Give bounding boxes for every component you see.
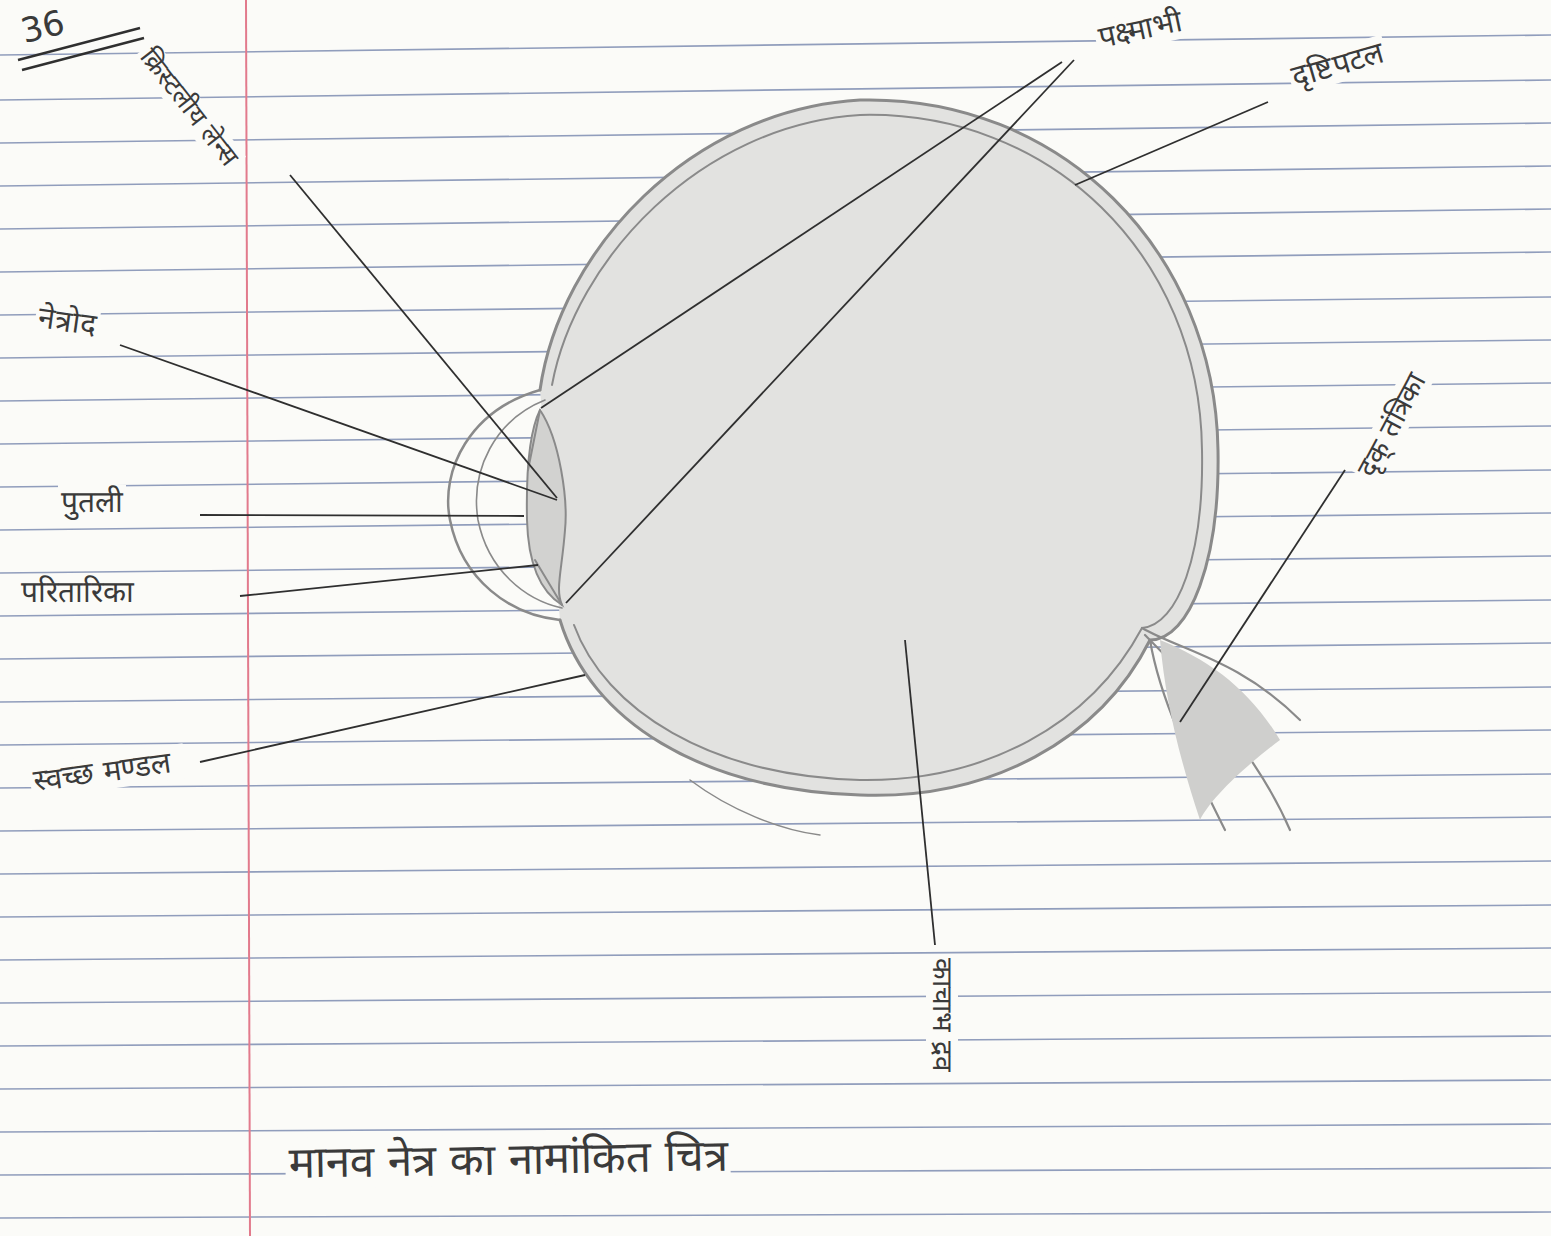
leader-lines	[18, 28, 1345, 945]
part-label: दृष्टिपटल	[1285, 34, 1391, 95]
margin-line	[246, 0, 250, 1236]
page-number: 36	[14, 2, 71, 52]
part-label: क्रिस्टलीय लेन्स	[131, 40, 246, 175]
part-label: दृक् तंत्रिका	[1350, 365, 1434, 485]
part-label: काचाभ द्रव	[926, 955, 958, 1075]
part-label: परितारिका	[18, 575, 137, 610]
eye-drawing	[448, 100, 1300, 835]
ruled-lines	[0, 35, 1551, 1218]
caption: मानव नेत्र का नामांकित चित्र	[285, 1130, 731, 1188]
part-label: पक्ष्माभी	[1092, 3, 1188, 56]
part-label: पुतली	[58, 485, 126, 520]
part-label: नेत्रोद	[33, 300, 101, 343]
part-label: स्वच्छ मण्डल	[28, 743, 187, 799]
